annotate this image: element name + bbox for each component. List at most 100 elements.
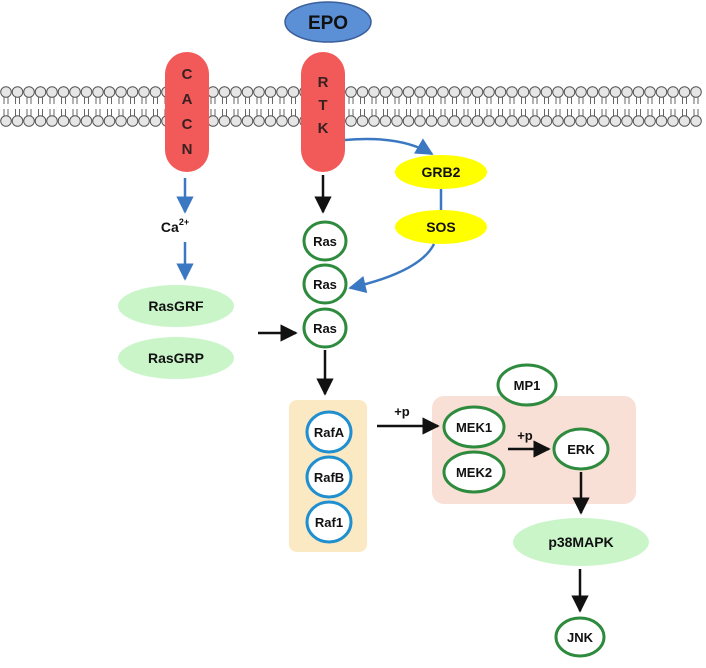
lipid-head bbox=[655, 86, 668, 98]
lipid-head bbox=[264, 115, 277, 127]
lipid-head bbox=[690, 86, 702, 98]
lipid-head bbox=[391, 115, 403, 127]
lipid-head bbox=[241, 86, 254, 98]
lipid-head bbox=[80, 115, 93, 127]
lipid-head bbox=[0, 86, 12, 98]
arrow-sos-to-ras bbox=[348, 243, 436, 294]
lipid-head bbox=[586, 86, 599, 98]
lipid-head bbox=[103, 86, 116, 98]
lipid-head bbox=[667, 115, 679, 127]
lipid-head bbox=[345, 115, 357, 127]
rasgrp-node: RasGRP bbox=[118, 337, 234, 379]
lipid-head bbox=[115, 115, 127, 127]
lipid-head bbox=[448, 115, 461, 127]
mp1-node: MP1 bbox=[496, 363, 558, 407]
ras-node: Ras bbox=[302, 263, 348, 305]
jnk-label: JNK bbox=[567, 630, 594, 645]
lipid-head bbox=[609, 115, 622, 127]
phospho-label-mek-erk: +p bbox=[517, 428, 533, 443]
lipid-head bbox=[368, 115, 380, 127]
calcium-label: Ca2+ bbox=[161, 217, 189, 235]
lipid-head bbox=[632, 115, 645, 127]
lipid-head bbox=[46, 115, 58, 127]
lipid-head bbox=[529, 115, 541, 127]
lipid-head bbox=[241, 115, 254, 127]
lipid-head bbox=[276, 115, 288, 127]
lipid-head bbox=[126, 115, 139, 127]
lipid-head bbox=[598, 86, 610, 98]
lipid-head bbox=[552, 115, 564, 127]
lipid-head bbox=[69, 86, 81, 98]
lipid-head bbox=[92, 86, 104, 98]
mek1-node: MEK1 bbox=[442, 405, 506, 449]
lipid-head bbox=[92, 115, 104, 127]
lipid-head bbox=[563, 115, 576, 127]
lipid-head bbox=[678, 86, 691, 98]
lipid-head bbox=[126, 86, 139, 98]
lipid-head bbox=[460, 115, 472, 127]
cacn-letter: C bbox=[182, 116, 193, 133]
lipid-head bbox=[690, 115, 702, 127]
lipid-head bbox=[563, 86, 576, 98]
lipid-head bbox=[138, 115, 150, 127]
lipid-head bbox=[425, 86, 438, 98]
lipid-head bbox=[149, 115, 162, 127]
lipid-head bbox=[0, 115, 12, 127]
lipid-head bbox=[517, 86, 530, 98]
sos-adaptor: SOS bbox=[395, 210, 487, 244]
mek2-label: MEK2 bbox=[456, 465, 492, 480]
lipid-head bbox=[402, 86, 415, 98]
ras-node: Ras bbox=[302, 220, 348, 262]
lipid-head bbox=[287, 115, 300, 127]
lipid-head bbox=[207, 115, 219, 127]
lipid-head bbox=[23, 115, 35, 127]
mek1-label: MEK1 bbox=[456, 420, 492, 435]
mp1-label: MP1 bbox=[514, 378, 541, 393]
lipid-head bbox=[552, 86, 564, 98]
lipid-head bbox=[609, 86, 622, 98]
cacn-channel: C A C N bbox=[165, 52, 209, 172]
lipid-head bbox=[575, 86, 587, 98]
lipid-head bbox=[448, 86, 461, 98]
ras-label: Ras bbox=[313, 234, 337, 249]
lipid-head bbox=[414, 115, 426, 127]
lipid-head bbox=[414, 86, 426, 98]
lipid-head bbox=[655, 115, 668, 127]
lipid-head bbox=[494, 115, 507, 127]
epo-ligand: EPO bbox=[284, 1, 372, 43]
lipid-head bbox=[57, 86, 70, 98]
grb2-adaptor: GRB2 bbox=[395, 155, 487, 189]
lipid-head bbox=[368, 86, 380, 98]
lipid-head bbox=[230, 115, 242, 127]
lipid-head bbox=[276, 86, 288, 98]
lipid-head-row-bottom bbox=[0, 115, 702, 127]
lipid-head bbox=[138, 86, 150, 98]
sos-label: SOS bbox=[426, 219, 456, 235]
raf1-node: Raf1 bbox=[305, 500, 353, 544]
lipid-head bbox=[34, 86, 47, 98]
lipid-head-row-top bbox=[0, 86, 702, 98]
rtk-receptor: R T K bbox=[301, 52, 345, 172]
lipid-head bbox=[218, 115, 231, 127]
arrow-rtk-to-grb2 bbox=[344, 137, 434, 156]
p38mapk-node: p38MAPK bbox=[513, 518, 649, 566]
lipid-head bbox=[253, 86, 265, 98]
lipid-head bbox=[483, 115, 495, 127]
lipid-head bbox=[506, 86, 518, 98]
lipid-head bbox=[57, 115, 70, 127]
lipid-head bbox=[253, 115, 265, 127]
lipid-head bbox=[575, 115, 587, 127]
lipid-head bbox=[425, 115, 438, 127]
lipid-head bbox=[207, 86, 219, 98]
lipid-head bbox=[529, 86, 541, 98]
lipid-head bbox=[379, 115, 392, 127]
rtk-letter: T bbox=[318, 97, 327, 114]
lipid-bilayer-membrane bbox=[0, 86, 702, 127]
lipid-head bbox=[632, 86, 645, 98]
lipid-head bbox=[540, 115, 553, 127]
rasgrf-node: RasGRF bbox=[118, 285, 234, 327]
lipid-head bbox=[667, 86, 679, 98]
cacn-letter: A bbox=[182, 91, 193, 108]
ras-node: Ras bbox=[302, 307, 348, 349]
